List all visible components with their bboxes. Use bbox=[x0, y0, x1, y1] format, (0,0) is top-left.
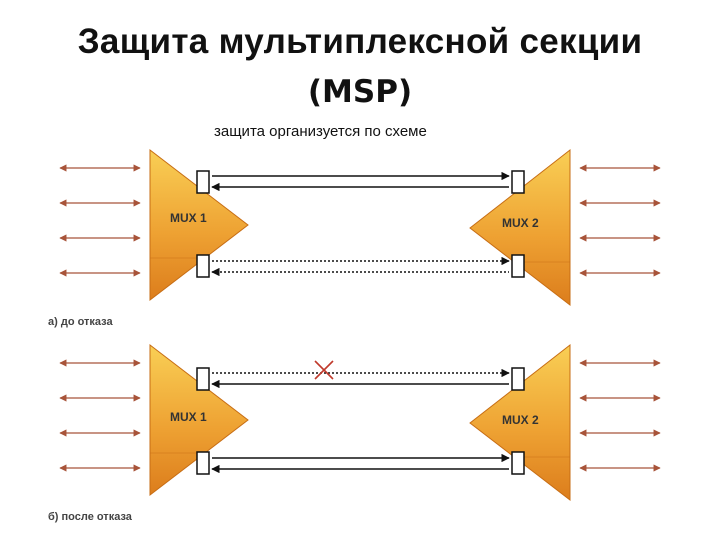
mux2-label: MUX 2 bbox=[502, 413, 539, 427]
mux2-label: MUX 2 bbox=[502, 216, 539, 230]
mux1-protection-port bbox=[196, 451, 210, 475]
slide-title: Защита мультиплексной секции bbox=[77, 22, 643, 61]
caption-before-failure: а) до отказа bbox=[48, 316, 114, 328]
protection-link-active bbox=[211, 453, 510, 474]
mux1-protection-port bbox=[196, 254, 210, 278]
right-tributary-arrows bbox=[579, 164, 661, 277]
left-tributary-arrows bbox=[59, 164, 141, 277]
mux2-working-port bbox=[511, 170, 525, 194]
right-tributary-arrows bbox=[579, 359, 661, 472]
fault-x-icon bbox=[314, 360, 334, 380]
mux1-working-port bbox=[196, 170, 210, 194]
protection-link-standby bbox=[211, 256, 510, 277]
panel-after-failure: MUX 1 MUX 2 б) после отказа bbox=[48, 343, 661, 523]
mux2-protection-port bbox=[511, 254, 525, 278]
working-link bbox=[211, 171, 510, 192]
panel-before-failure: MUX 1 MUX 2 а) до отказа bbox=[48, 148, 661, 328]
mux2-protection-port bbox=[511, 451, 525, 475]
caption-after-failure: б) после отказа bbox=[48, 511, 133, 523]
mux2-working-port bbox=[511, 367, 525, 391]
slide-title-abbreviation: (MSP) bbox=[307, 74, 413, 110]
mux1-working-port bbox=[196, 367, 210, 391]
left-tributary-arrows bbox=[59, 359, 141, 472]
mux1-label: MUX 1 bbox=[170, 211, 207, 225]
working-link-failed bbox=[211, 368, 510, 389]
mux1-label: MUX 1 bbox=[170, 410, 207, 424]
slide-subtitle: защита организуется по схеме bbox=[214, 123, 427, 140]
